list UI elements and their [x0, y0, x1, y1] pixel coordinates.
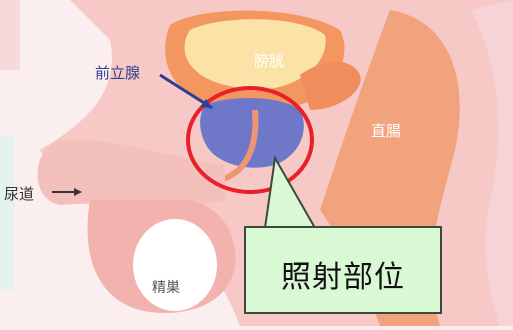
- seminal-vesicle: [300, 61, 361, 110]
- bladder-inner: [184, 19, 326, 90]
- testis-label: 精巣: [152, 280, 180, 296]
- testis-shape: [133, 219, 217, 311]
- left-panel-bottom: [0, 135, 14, 290]
- penis-shape: [37, 139, 225, 205]
- right-skin-layer: [470, 0, 513, 326]
- irradiation-site-callout: 照射部位: [244, 226, 442, 314]
- prostate-label: 前立腺: [95, 64, 141, 82]
- urethra-label: 尿道: [4, 185, 35, 203]
- left-panel-top: [0, 0, 20, 70]
- callout-text: 照射部位: [281, 260, 405, 295]
- prostate-arrow: [159, 73, 213, 110]
- urethra-arrowhead: [74, 188, 82, 196]
- rectum-label: 直腸: [371, 122, 402, 140]
- prostate-arrowhead: [200, 99, 212, 108]
- treatment-area-circle: [186, 86, 314, 194]
- bladder-label: 膀胱: [254, 52, 285, 70]
